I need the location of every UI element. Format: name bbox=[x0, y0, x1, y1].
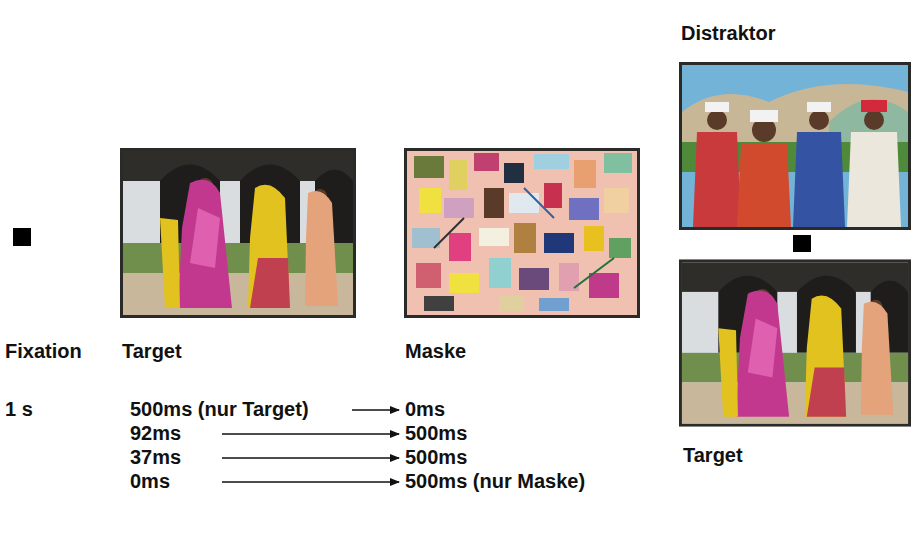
distractor-photo: Distraktor bbox=[679, 22, 911, 232]
stimulus-picture bbox=[679, 62, 911, 230]
duration-label: 37ms bbox=[130, 446, 181, 468]
duration-label: 500ms (nur Maske) bbox=[405, 470, 585, 492]
stimulus-caption: Maske bbox=[405, 340, 466, 362]
stimulus-picture bbox=[13, 228, 31, 246]
stimulus-picture bbox=[120, 148, 356, 318]
duration-label: 500ms (nur Target) bbox=[130, 398, 309, 420]
stimulus-caption: Distraktor bbox=[681, 22, 775, 44]
target-photo: Target bbox=[679, 258, 911, 468]
duration-label: 1 s bbox=[5, 398, 33, 420]
duration-label: 0ms bbox=[405, 398, 445, 420]
stimulus-picture bbox=[404, 148, 640, 318]
target-photo: Target bbox=[120, 148, 356, 366]
timing-arrow bbox=[222, 457, 399, 459]
duration-label: 500ms bbox=[405, 446, 467, 468]
stimulus-caption: Target bbox=[122, 340, 182, 362]
timing-arrow bbox=[222, 433, 399, 435]
duration-label: 500ms bbox=[405, 422, 467, 444]
stimulus-caption: Target bbox=[683, 444, 743, 466]
stimulus-caption: Fixation bbox=[5, 340, 82, 362]
fixation-stimulus: Fixation bbox=[5, 226, 115, 366]
timing-arrow bbox=[222, 481, 399, 483]
duration-label: 0ms bbox=[130, 470, 170, 492]
timing-arrow bbox=[352, 409, 399, 411]
fixation-square bbox=[793, 235, 811, 252]
mask-image: Maske bbox=[404, 148, 640, 366]
stimulus-picture bbox=[679, 258, 911, 428]
duration-label: 92ms bbox=[130, 422, 181, 444]
